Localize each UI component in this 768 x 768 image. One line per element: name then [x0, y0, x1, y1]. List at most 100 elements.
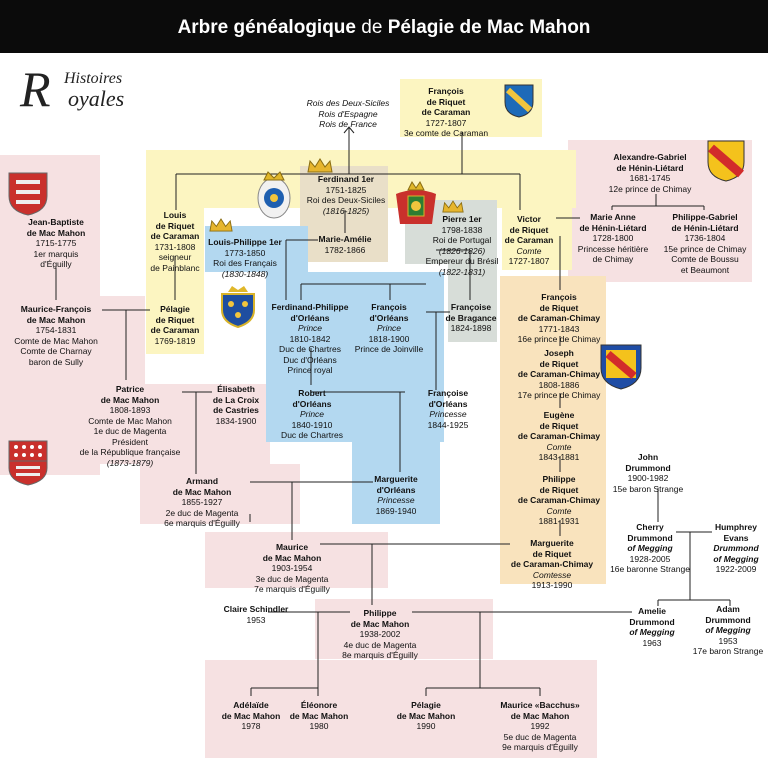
person-name-line: de Bragance: [445, 312, 497, 323]
person-name-line: Maurice: [275, 542, 309, 552]
person-lines-line: 1900-1982: [627, 473, 669, 483]
person-name-line: de Hénin-Liétard: [616, 162, 684, 173]
person-lines-line: 7e marquis d'Éguilly: [254, 584, 330, 594]
person-ital-line: Prince: [297, 323, 323, 333]
france-coat-of-arms-icon: [221, 286, 255, 328]
person-name-line: de Castries: [213, 405, 259, 415]
person-lines-line: 15e baron Strange: [612, 483, 684, 494]
person-name-line: Drummond: [629, 616, 675, 627]
person-lines2-line: Prince royal: [287, 365, 333, 375]
person-ital-line: Prince: [299, 409, 325, 419]
page-title: Arbre généalogique de Pélagie de Mac Mah…: [0, 0, 768, 53]
person-ital-line: Prince: [376, 323, 402, 333]
person-ital-line: (1826-1826): [438, 245, 486, 256]
person-lines-line: 1769-1819: [154, 335, 196, 346]
person-name-line: Cherry: [636, 522, 664, 532]
person-lines-line: 1754-1831: [35, 325, 77, 335]
person-name-line: Louis-Philippe 1er: [208, 237, 282, 247]
person-lines-line: 1922-2009: [715, 564, 757, 574]
region-bragance: [448, 264, 497, 342]
person-name-line: Françoise: [450, 302, 492, 312]
person-name-line: Drummond: [627, 532, 673, 543]
person-lines2-line: 1843-1881: [538, 452, 580, 462]
person-lines2-line: 1818-1900: [368, 333, 410, 344]
person-name-line: Maurice «Bacchus»: [500, 700, 580, 710]
person-lines-line: 1798-1838: [441, 224, 483, 235]
person-name-line: de Riquet: [532, 548, 572, 559]
person-lines-line: 1e duc de Magenta: [93, 426, 167, 436]
person-ital-line: Princesse: [377, 495, 415, 505]
crown-icon: [442, 200, 464, 213]
person-name-line: Marguerite: [374, 474, 418, 484]
person-lines-line: 1953: [246, 614, 266, 625]
person-name-line: d'Orléans: [369, 312, 409, 323]
person-lines-line: 1728-1800: [592, 233, 634, 243]
region-orleans-bottom: [352, 442, 440, 524]
person-name-line: Alexandre-Gabriel: [613, 152, 687, 162]
person-lines-line: 1928-2005: [629, 553, 671, 564]
person-lines-line: Comte de Mac Mahon: [14, 335, 98, 346]
person-lines-line: seigneur: [158, 252, 192, 262]
person-ital2-line: (1822-1831): [438, 266, 486, 277]
person-name-line: François: [428, 86, 464, 96]
person-name-line: Claire Schindler: [223, 604, 289, 614]
region-orleans-top: [205, 226, 308, 272]
person-name-line: de Mac Mahon: [172, 486, 232, 497]
person-ital2-line: (1873-1879): [106, 457, 154, 468]
person-name-line: d'Orléans: [292, 398, 332, 409]
person-name-line: Amelie: [638, 606, 666, 616]
person-nameital-line: of Megging: [713, 553, 759, 564]
person-lines-line: 1731-1808: [154, 241, 196, 252]
person-name-line: Pélagie: [160, 304, 190, 314]
person-name-line: Robert: [298, 388, 326, 398]
person-ital-line: Comtesse: [532, 569, 572, 580]
person-lines-line: 1834-1900: [215, 415, 257, 426]
person-lines2-line: 1840-1910: [291, 419, 333, 430]
person-name-line: de Riquet: [539, 484, 579, 495]
person-lines-line: 15e prince de Chimay: [663, 243, 747, 254]
person-name-line: Louis: [163, 210, 187, 220]
person-lines-line: 1978: [241, 721, 261, 731]
person-lines-line: de la République française: [79, 447, 181, 457]
person-lines-line: 6e marquis d'Éguilly: [164, 518, 240, 528]
person-name-line: Éléonore: [300, 700, 338, 710]
person-lines-line: d'Éguilly: [40, 259, 72, 269]
person-name-line: Adam: [716, 604, 740, 614]
person-name-line: Armand: [185, 476, 219, 486]
person-lines2-line: Duc de Chartres: [279, 344, 341, 354]
person-nameital-line: of Megging: [629, 627, 675, 637]
person-lines-line: 9e marquis d'Éguilly: [502, 742, 578, 752]
empire-bresil-coat-of-arms-icon: [396, 181, 436, 224]
person-name-line: de Mac Mahon: [26, 314, 86, 325]
person-lines-line: 3e comte de Caraman: [403, 128, 489, 138]
person-lines-line: 1953: [718, 635, 738, 646]
person-name-line: François: [541, 292, 577, 302]
crown-icon: [209, 218, 233, 232]
person-name-line: de Caraman: [504, 235, 554, 245]
region-philippe: [315, 599, 493, 659]
person-lines-line: 1751-1825: [325, 184, 367, 195]
person-name-line: Marie-Amélie: [318, 234, 372, 244]
person-lines2-line: 1881-1931: [538, 516, 580, 526]
person-lines-line: Comte de Mac Mahon: [88, 415, 172, 426]
person-name-line: Victor: [517, 214, 541, 224]
person-lines-line: 5e duc de Magenta: [503, 731, 577, 742]
